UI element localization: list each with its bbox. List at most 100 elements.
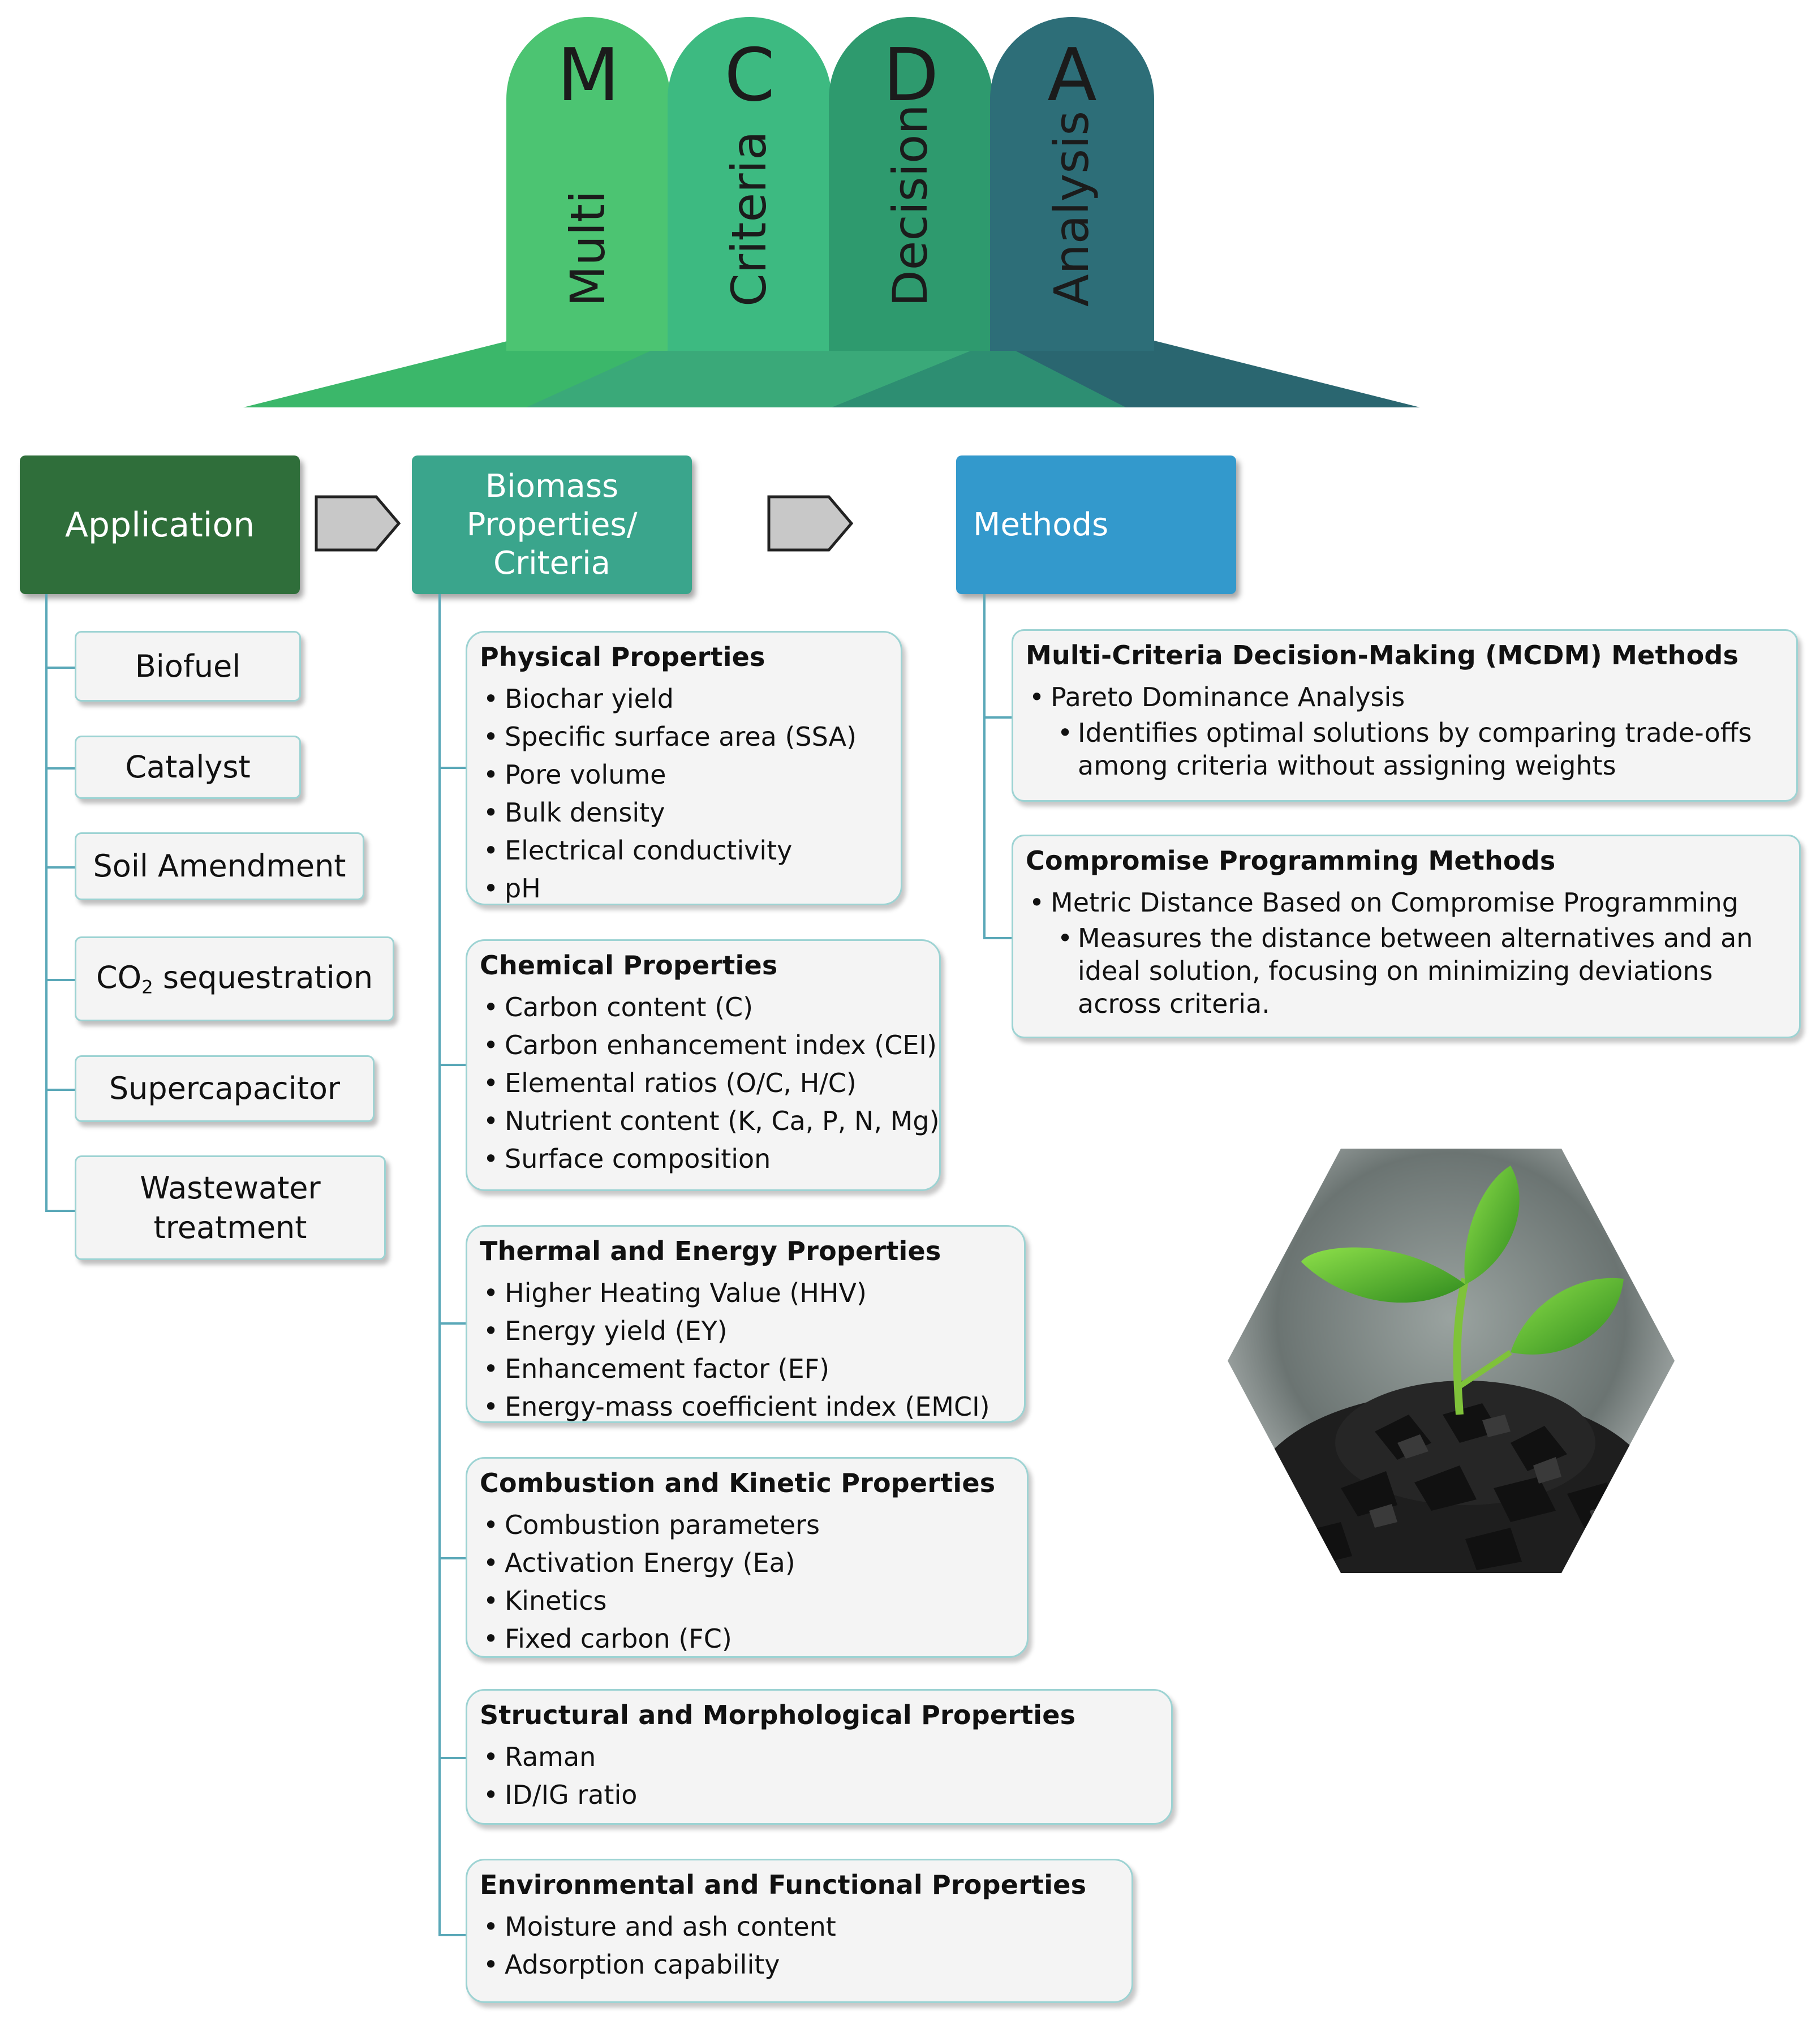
tab-criteria: C Criteria [668, 17, 832, 351]
list-item: Biochar yield [480, 680, 901, 718]
biomass-connector [438, 1557, 466, 1559]
tab-multi: M Multi [506, 17, 670, 351]
biomass-header-line-1: Biomass [485, 467, 619, 505]
biomass-header: Biomass Properties/ Criteria [412, 455, 692, 594]
biomass-connector [438, 594, 441, 1935]
structural-morphological-properties-list: Raman ID/IG ratio [480, 1738, 1171, 1814]
application-connector [45, 594, 48, 1211]
methods-header: Methods [956, 455, 1236, 594]
tab-letter: A [1047, 33, 1097, 118]
application-label-line-2: treatment [153, 1209, 307, 1245]
biomass-header-line-2: Properties/ [466, 506, 638, 543]
compromise-programming-box: Compromise Programming Methods Metric Di… [1012, 835, 1801, 1038]
list-item: Surface composition [480, 1140, 939, 1178]
mcdm-methods-list: Pareto Dominance Analysis Identifies opt… [1026, 678, 1796, 782]
application-connector [45, 1210, 75, 1212]
tab-decision: D Decision [829, 17, 993, 351]
tab-analysis: A Analysis [990, 17, 1154, 351]
application-label: CO2 sequestration [96, 959, 373, 999]
application-label: Supercapacitor [109, 1071, 341, 1107]
chemical-properties-list: Carbon content (C) Carbon enhancement in… [480, 988, 940, 1178]
list-item: Enhancement factor (EF) [480, 1350, 1024, 1388]
list-item: Fixed carbon (FC) [480, 1620, 1027, 1658]
list-item: Energy-mass coefficient index (EMCI) [480, 1388, 1024, 1426]
list-item: Pore volume [480, 756, 901, 794]
list-item: Identifies optimal solutions by comparin… [1026, 716, 1796, 782]
tab-word: Decision [883, 104, 938, 307]
list-item: Activation Energy (Ea) [480, 1544, 1027, 1582]
mcda-base-trapezoid [243, 341, 1420, 407]
application-connector [45, 1089, 75, 1091]
co2-suffix: sequestration [153, 960, 373, 996]
application-label-line-1: Wastewater [140, 1170, 321, 1206]
list-item: Pareto Dominance Analysis [1026, 678, 1796, 716]
methods-connector [983, 716, 1012, 719]
list-item: Elemental ratios (O/C, H/C) [480, 1064, 939, 1102]
co2-prefix: CO [96, 960, 142, 996]
biomass-header-line-3: Criteria [493, 544, 610, 582]
list-item: Kinetics [480, 1582, 1027, 1620]
list-item: Specific surface area (SSA) [480, 718, 901, 756]
biomass-connector [438, 1322, 466, 1325]
mcdm-methods-title: Multi-Criteria Decision-Making (MCDM) Me… [1026, 640, 1739, 671]
environmental-functional-properties-list: Moisture and ash content Adsorption capa… [480, 1908, 1131, 1984]
compromise-programming-list: Metric Distance Based on Compromise Prog… [1026, 884, 1799, 1020]
biomass-connector [438, 1934, 466, 1936]
application-catalyst: Catalyst [75, 736, 301, 799]
list-item: Nutrient content (K, Ca, P, N, Mg) [480, 1102, 940, 1140]
application-label: Catalyst [125, 749, 251, 785]
list-item: Moisture and ash content [480, 1908, 1131, 1946]
tab-word: Multi [560, 190, 616, 307]
application-header-label: Application [64, 505, 255, 545]
list-item: Metric Distance Based on Compromise Prog… [1026, 884, 1799, 922]
physical-properties-title: Physical Properties [480, 642, 765, 672]
tab-word: Criteria [721, 131, 777, 307]
thermal-energy-properties-list: Higher Heating Value (HHV) Energy yield … [480, 1274, 1024, 1426]
application-soil-amendment: Soil Amendment [75, 832, 364, 900]
environmental-functional-properties-box: Environmental and Functional Properties … [466, 1859, 1133, 2003]
tab-letter: M [557, 33, 620, 118]
methods-header-label: Methods [973, 506, 1109, 543]
arrow-icon [315, 495, 401, 552]
combustion-kinetic-properties-box: Combustion and Kinetic Properties Combus… [466, 1457, 1029, 1658]
application-wastewater-treatment: Wastewater treatment [75, 1155, 386, 1260]
combustion-kinetic-properties-list: Combustion parameters Activation Energy … [480, 1506, 1027, 1658]
tab-word: Analysis [1044, 110, 1099, 307]
list-item: Adsorption capability [480, 1946, 1131, 1984]
application-biofuel: Biofuel [75, 631, 301, 702]
list-item: Combustion parameters [480, 1506, 1027, 1544]
list-item: Electrical conductivity [480, 832, 901, 870]
biomass-connector [438, 1064, 466, 1066]
structural-morphological-properties-title: Structural and Morphological Properties [480, 1700, 1076, 1730]
application-connector [45, 866, 75, 869]
structural-morphological-properties-box: Structural and Morphological Properties … [466, 1689, 1173, 1825]
methods-connector [983, 594, 986, 939]
list-item: Bulk density [480, 794, 901, 832]
application-label: Soil Amendment [93, 848, 346, 884]
thermal-energy-properties-title: Thermal and Energy Properties [480, 1236, 941, 1266]
thermal-energy-properties-box: Thermal and Energy Properties Higher Hea… [466, 1225, 1026, 1426]
list-item: Higher Heating Value (HHV) [480, 1274, 1024, 1312]
list-item: Carbon content (C) [480, 988, 939, 1026]
physical-properties-box: Physical Properties Biochar yield Specif… [466, 631, 902, 908]
environmental-functional-properties-title: Environmental and Functional Properties [480, 1869, 1087, 1900]
chemical-properties-box: Chemical Properties Carbon content (C) C… [466, 939, 941, 1191]
application-connector [45, 667, 75, 669]
list-item: ID/IG ratio [480, 1776, 1171, 1814]
tab-letter: D [883, 33, 939, 118]
application-connector [45, 979, 75, 981]
co2-subscript: 2 [141, 977, 153, 999]
list-item: Measures the distance between alternativ… [1026, 922, 1799, 1020]
chemical-properties-title: Chemical Properties [480, 950, 778, 981]
mcdm-methods-box: Multi-Criteria Decision-Making (MCDM) Me… [1012, 629, 1798, 802]
physical-properties-list: Biochar yield Specific surface area (SSA… [480, 680, 901, 908]
list-item: Carbon enhancement index (CEI) [480, 1026, 939, 1064]
application-header: Application [20, 455, 300, 594]
application-connector [45, 767, 75, 770]
biomass-connector [438, 767, 466, 769]
list-item: Raman [480, 1738, 1171, 1776]
compromise-programming-title: Compromise Programming Methods [1026, 845, 1556, 876]
list-item: Energy yield (EY) [480, 1312, 1024, 1350]
application-label: Biofuel [135, 648, 241, 684]
list-item: pH [480, 870, 901, 908]
